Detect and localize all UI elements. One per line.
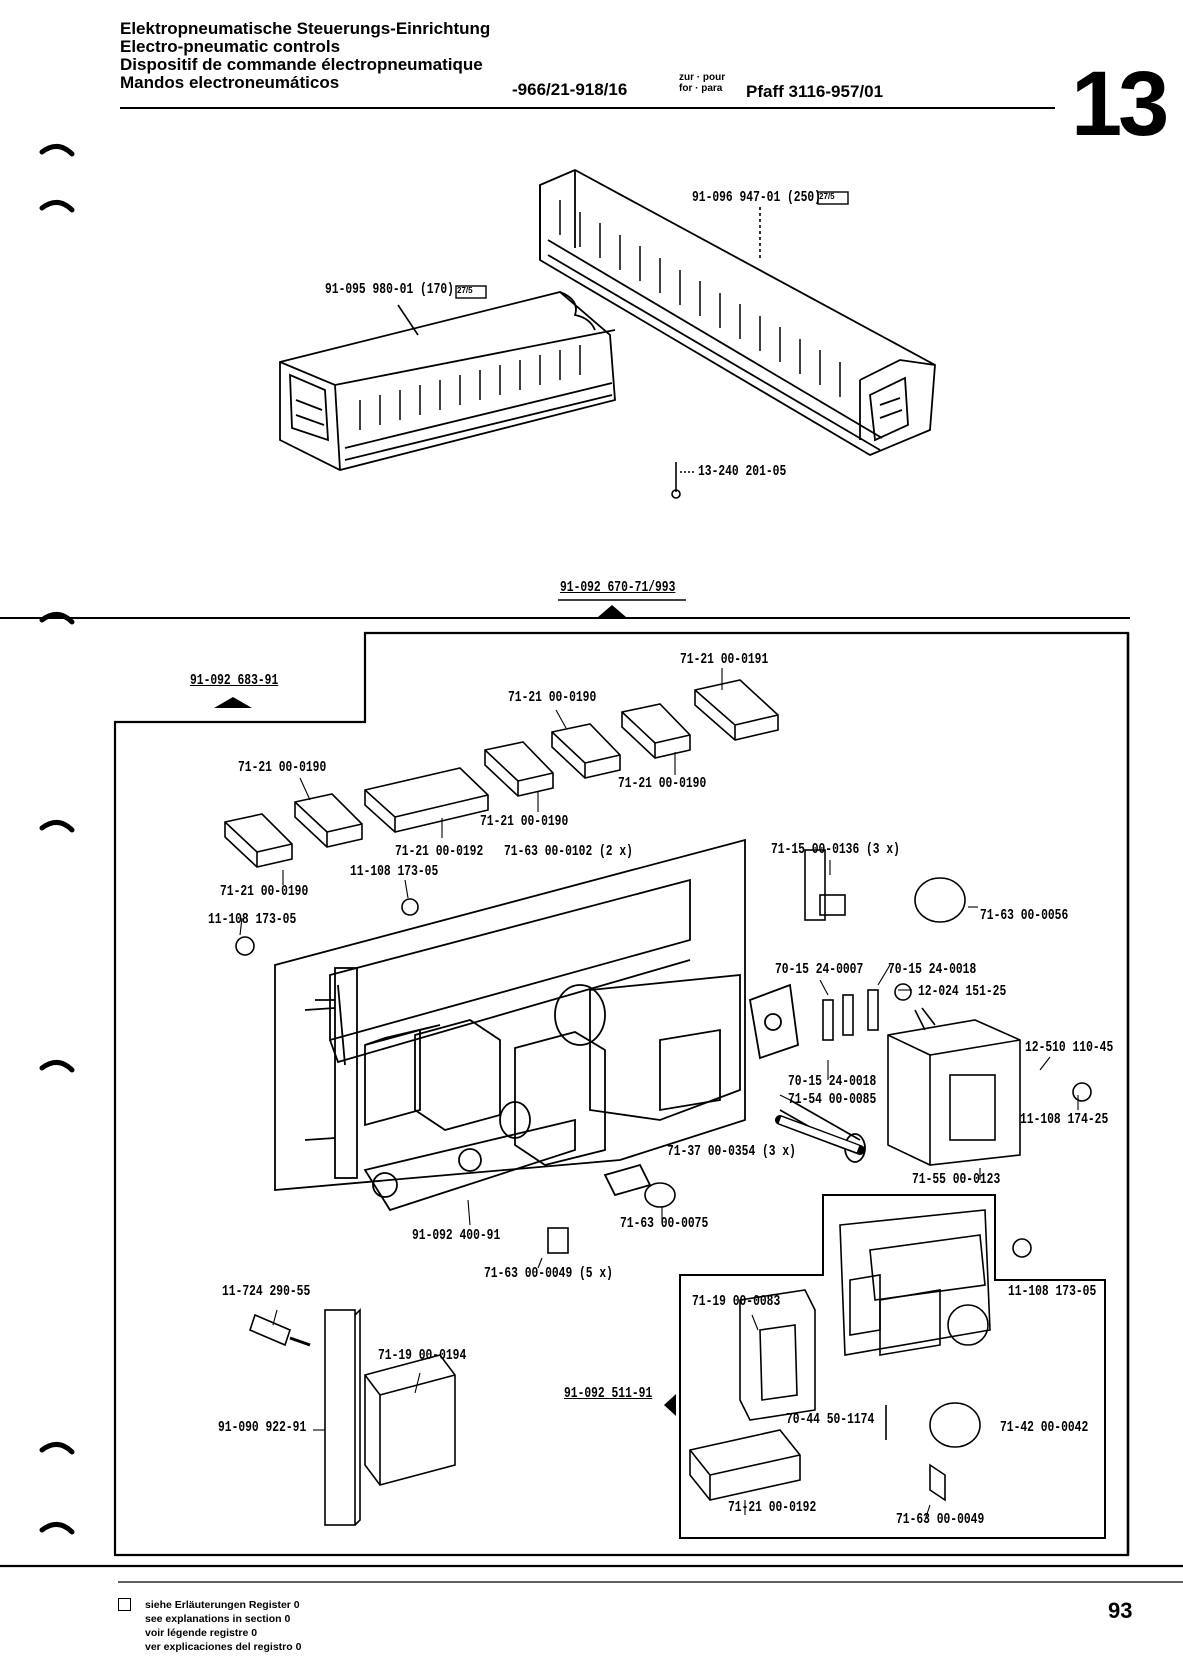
- part-label: 71-21 00-0190: [618, 776, 707, 792]
- part-label: 71-21 00-0190: [508, 690, 597, 706]
- model-code: -966/21-918/16: [512, 80, 628, 99]
- part-label: 71-63 00-0075: [620, 1216, 709, 1232]
- part-label: 71-21 00-0191: [680, 652, 769, 668]
- part-label: 11-108 174-25: [1020, 1112, 1109, 1128]
- assembly-label: 91-092 670-71/993: [560, 580, 676, 596]
- part-label: 71-21 00-0190: [480, 814, 569, 830]
- cable-duct-long: [539, 169, 936, 457]
- checkbox-icon: [118, 1598, 131, 1611]
- part-label: 71-21 00-0192: [395, 844, 484, 860]
- part-label: 12-024 151-25: [918, 984, 1007, 1000]
- part-label: 71-21 00-0192: [728, 1500, 817, 1516]
- triangle-pointer-icon: [214, 697, 252, 708]
- title-de: Elektropneumatische Steuerungs-Einrichtu…: [120, 19, 491, 38]
- part-label: 71-21 00-0190: [238, 760, 327, 776]
- subassembly-label: 91-092 683-91: [190, 673, 279, 689]
- cable-duct-short: [279, 291, 616, 471]
- triangle-pointer-icon: [598, 605, 626, 617]
- part-label: 71-21 00-0190: [220, 884, 309, 900]
- part-label: 91-092 400-91: [412, 1228, 501, 1244]
- part-label: 71-42 00-0042: [1000, 1420, 1089, 1436]
- part-label: 11-108 173-05: [1008, 1284, 1097, 1300]
- part-label: 71-55 00-0123: [912, 1172, 1001, 1188]
- section-number: 13: [1071, 53, 1169, 155]
- part-label: 71-19 00-0083: [692, 1294, 781, 1310]
- part-label: 71-37 00-0354 (3 x): [667, 1144, 796, 1160]
- part-label: 71-54 00-0085: [788, 1092, 877, 1108]
- part-label: 70-44 50-1174: [786, 1412, 875, 1428]
- title-fr: Dispositif de commande électropneumatiqu…: [120, 55, 483, 74]
- page-number: 93: [1108, 1598, 1133, 1623]
- part-label: 13-240 201-05: [698, 464, 787, 480]
- part-label: 91-096 947-01 (250): [692, 190, 821, 206]
- secondary-circuit-board: [689, 1209, 991, 1502]
- footer-notes: siehe Erläuterungen Register 0 see expla…: [145, 1599, 302, 1653]
- pin-icon: [671, 462, 696, 499]
- title-es: Mandos electroneumáticos: [120, 73, 340, 92]
- capacitor-icon: [644, 1182, 676, 1208]
- subassembly-label: 91-092 511-91: [564, 1386, 653, 1402]
- triangle-pointer-icon: [664, 1394, 676, 1416]
- part-label: 91-095 980-01 (170): [325, 282, 454, 298]
- part-label: 71-19 00-0194: [378, 1348, 467, 1364]
- part-label: 71-63 00-0049 (5 x): [484, 1266, 613, 1282]
- machine-model: Pfaff 3116-957/01: [746, 82, 884, 101]
- part-label: 71-63 00-0102 (2 x): [504, 844, 633, 860]
- ref-box-label: 27/5: [457, 286, 473, 295]
- part-label: 71-63 00-0056: [980, 908, 1069, 924]
- part-label: 12-510 110-45: [1025, 1040, 1114, 1056]
- part-label: 91-090 922-91: [218, 1420, 307, 1436]
- part-label: 70-15 24-0018: [788, 1074, 877, 1090]
- ref-box-label: 27/5: [819, 192, 835, 201]
- terminal-strip: [249, 1308, 456, 1526]
- terminal-blocks: [224, 679, 779, 868]
- part-label: 70-15 24-0018: [888, 962, 977, 978]
- diode-icon: [547, 1227, 569, 1254]
- part-label: 70-15 24-0007: [775, 962, 864, 978]
- part-label: 71-15 00-0136 (3 x): [771, 842, 900, 858]
- part-label: 11-108 173-05: [208, 912, 297, 928]
- part-label: 11-724 290-55: [222, 1284, 311, 1300]
- zur-pour-label: zur · pour for · para: [679, 72, 726, 94]
- title-en: Electro-pneumatic controls: [120, 37, 341, 56]
- part-label: 71-63 00-0049: [896, 1512, 985, 1528]
- page-header: Elektropneumatische Steuerungs-Einrichtu…: [120, 20, 490, 92]
- part-label: 11-108 173-05: [350, 864, 439, 880]
- transformer: [887, 1007, 1021, 1166]
- main-circuit-board: [274, 838, 866, 1212]
- binder-hole-marker: [39, 144, 75, 1535]
- fuse-holders: [804, 849, 966, 1041]
